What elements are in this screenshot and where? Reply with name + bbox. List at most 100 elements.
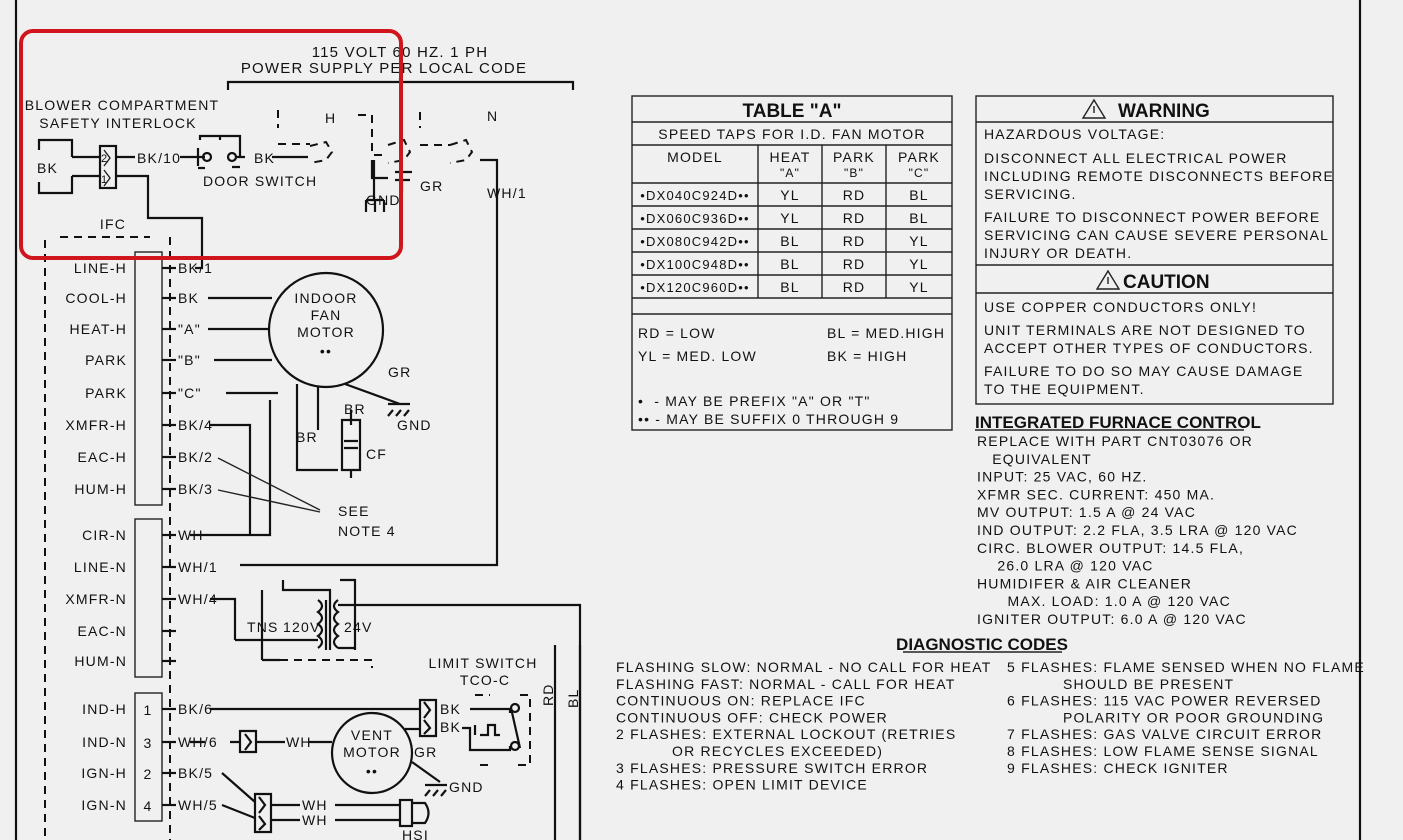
interlock-pin-1: 1 — [101, 174, 108, 186]
motor-br-label: BR — [296, 429, 318, 445]
diagnostic-title: DIAGNOSTIC CODES — [896, 635, 1068, 654]
fan-motor-label-1: INDOOR — [294, 290, 357, 306]
terminal-wire-label: BK/1 — [178, 260, 213, 276]
fan-motor-label-2: FAN — [311, 307, 342, 323]
supply-gr-label: GR — [420, 178, 443, 194]
table-a-header: HEAT — [769, 149, 810, 165]
terminal-blocks — [134, 251, 176, 822]
capacitor-label: CF — [366, 446, 387, 462]
ifc-spec-line: INPUT: 25 VAC, 60 HZ. — [977, 469, 1147, 485]
rd-wire-label: RD — [540, 683, 556, 706]
terminal-label: HUM-N — [74, 653, 127, 669]
warning-line: FAILURE TO DISCONNECT POWER BEFORE — [984, 209, 1320, 225]
vent-motor — [190, 711, 447, 797]
hsi-wh1-label: WH — [302, 797, 328, 813]
fan-motor-dots: •• — [320, 343, 332, 359]
diagnostic-code-left: 3 FLASHES: PRESSURE SWITCH ERROR — [616, 760, 928, 776]
terminal-label: LINE-H — [74, 260, 127, 276]
terminal-wire-label: WH — [178, 527, 204, 543]
caution-line: FAILURE TO DO SO MAY CAUSE DAMAGE — [984, 363, 1303, 379]
terminal-wire-label: WH/1 — [178, 559, 218, 575]
warning-frame — [975, 95, 1334, 405]
vent-gr-label: GR — [414, 744, 437, 760]
ifc-spec-line: IGNITER OUTPUT: 6.0 A @ 120 VAC — [977, 611, 1247, 627]
terminal-label: IGN-N — [81, 797, 127, 813]
table-a-header-sub: "B" — [844, 166, 864, 180]
terminal-label: XMFR-H — [65, 417, 127, 433]
terminal-wire-label: BK/5 — [178, 765, 213, 781]
table-a-cell: BL — [909, 187, 929, 203]
table-a-model: •DX080C942D•• — [640, 234, 749, 249]
terminal-pin: 4 — [144, 798, 153, 814]
caution-line: USE COPPER CONDUCTORS ONLY! — [984, 299, 1257, 315]
table-a-cell: YL — [909, 233, 929, 249]
tco-c-label: TCO-C — [460, 672, 510, 688]
terminal-strip — [134, 692, 163, 822]
table-a-cell: YL — [780, 187, 800, 203]
terminal-wire-label: WH/5 — [178, 797, 218, 813]
safety-interlock — [37, 138, 205, 270]
ifc-spec-line: HUMIDIFER & AIR CLEANER — [977, 575, 1192, 591]
terminal-label: COOL-H — [65, 290, 127, 306]
highlight-box — [19, 29, 403, 260]
ifc-spec-line: XFMR SEC. CURRENT: 450 MA. — [977, 486, 1215, 502]
terminal-wire-label: BK/4 — [178, 417, 213, 433]
terminal-wire-label: BK/3 — [178, 481, 213, 497]
limit-bk2-label: BK — [440, 719, 461, 735]
terminal-pin: 2 — [144, 766, 153, 782]
terminal-wire-label: WH/6 — [178, 734, 218, 750]
note-prefix: • - MAY BE PREFIX "A" OR "T" — [638, 393, 871, 409]
bl-wire-label: BL — [565, 688, 581, 708]
see-note-label: SEE — [338, 503, 370, 519]
terminal-label: HEAT-H — [70, 321, 128, 337]
table-a-header: PARK — [833, 149, 875, 165]
diagnostic-code-left: 2 FLASHES: EXTERNAL LOCKOUT (RETRIES — [616, 726, 956, 742]
table-a-cell: YL — [909, 279, 929, 295]
interlock-title-1: BLOWER COMPARTMENT — [25, 97, 220, 113]
table-a-cell: RD — [843, 279, 866, 295]
legend-bl: BL = MED.HIGH — [827, 325, 945, 341]
diagnostic-code-left: FLASHING FAST: NORMAL - CALL FOR HEAT — [616, 676, 956, 692]
caution-triangle-icon — [1095, 269, 1121, 290]
table-a-header: MODEL — [667, 149, 723, 165]
table-a-model: •DX100C948D•• — [640, 257, 749, 272]
terminal-pin: 3 — [144, 735, 153, 751]
terminal-label: EAC-N — [77, 623, 127, 639]
warning-title: WARNING — [1118, 101, 1210, 122]
terminal-strip — [134, 518, 163, 678]
diagnostic-code-right: 7 FLASHES: GAS VALVE CIRCUIT ERROR — [1007, 726, 1322, 742]
ifc-spec-line: CIRC. BLOWER OUTPUT: 14.5 FLA, — [977, 540, 1244, 556]
supply-wh1-label: WH/1 — [487, 185, 527, 201]
interlock-bk-label: BK — [37, 160, 58, 176]
terminal-label: XMFR-N — [65, 591, 127, 607]
table-a-frame — [631, 95, 953, 431]
terminal-label: HUM-H — [74, 481, 127, 497]
vent-motor-dots: •• — [366, 763, 378, 779]
supply-plugs — [240, 110, 499, 567]
door-switch-label: DOOR SWITCH — [203, 173, 317, 189]
terminal-label: LINE-N — [74, 559, 127, 575]
table-a-cell: RD — [843, 210, 866, 226]
vent-motor-label-1: VENT — [351, 727, 393, 743]
primary-voltage-label: 120V — [283, 619, 321, 635]
fan-motor-label-3: MOTOR — [297, 324, 355, 340]
terminal-pin: 1 — [144, 702, 153, 718]
terminal-label: IND-H — [82, 701, 127, 717]
ifc-spec-line: EQUIVALENT — [977, 451, 1092, 467]
terminal-strip — [134, 251, 163, 506]
diagnostic-code-right: 5 FLASHES: FLAME SENSED WHEN NO FLAME — [1007, 659, 1365, 675]
ifc-specs-title: INTEGRATED FURNACE CONTROL — [975, 413, 1261, 432]
diagnostic-code-right: 8 FLASHES: LOW FLAME SENSE SIGNAL — [1007, 743, 1319, 759]
table-a-cell: BL — [780, 233, 800, 249]
diagnostic-code-left: OR RECYCLES EXCEEDED) — [616, 743, 883, 759]
terminal-label: IGN-H — [81, 765, 127, 781]
indoor-fan-motor — [190, 271, 410, 537]
terminal-label: EAC-H — [77, 449, 127, 465]
diagnostic-code-left: 4 FLASHES: OPEN LIMIT DEVICE — [616, 777, 868, 793]
ifc-spec-line: 26.0 LRA @ 120 VAC — [977, 558, 1154, 574]
cap-br-label: BR — [344, 401, 366, 417]
terminal-label: PARK — [85, 352, 127, 368]
table-a-model: •DX060C936D•• — [640, 211, 749, 226]
hot-surface-igniter — [221, 772, 430, 834]
terminal-wire-label: BK — [178, 290, 199, 306]
